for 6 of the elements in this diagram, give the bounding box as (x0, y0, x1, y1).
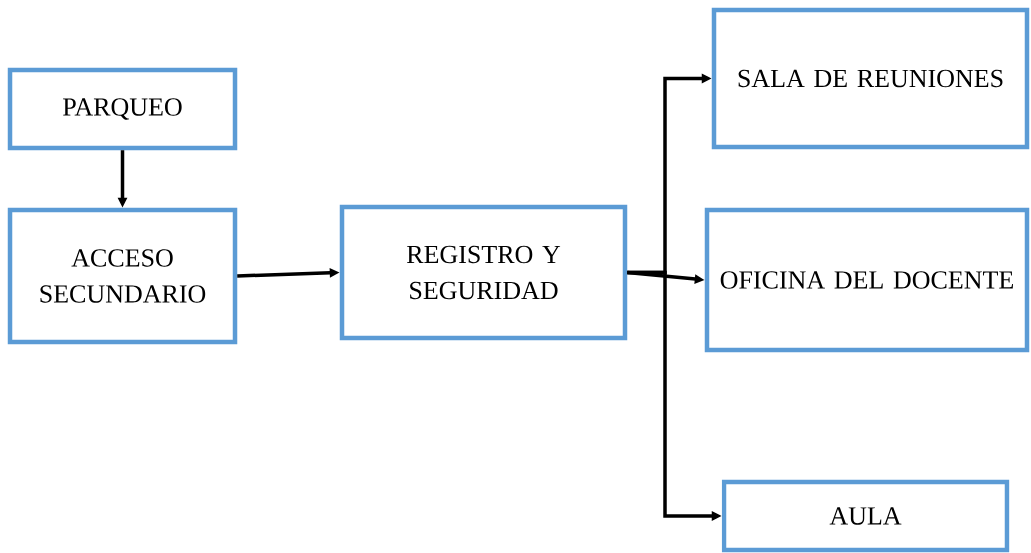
process-box: REGISTRO Y SEGURIDAD (339, 204, 628, 341)
process-box: PARQUEO (7, 67, 238, 151)
process-box: SALA DE REUNIONES (711, 7, 1030, 150)
process-box: OFICINA DEL DOCENTE (704, 207, 1030, 353)
process-box: AULA (721, 479, 1010, 553)
process-box: ACCESO SECUNDARIO (7, 207, 238, 345)
